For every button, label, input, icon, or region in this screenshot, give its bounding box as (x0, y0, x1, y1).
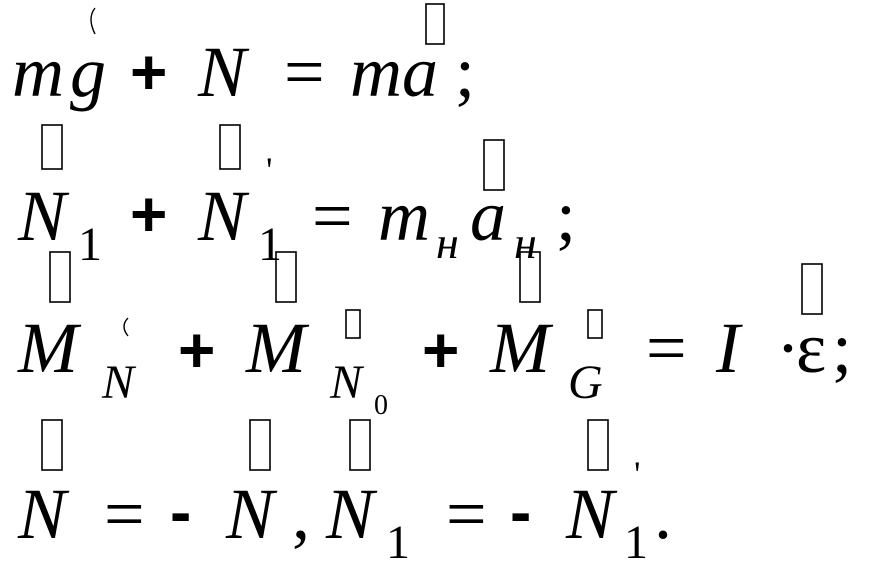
subscript-N: N (101, 356, 137, 409)
vector-arrow-placeholder-M1 (49, 251, 71, 303)
semicolon: ; (832, 308, 852, 388)
vector-arrow-fragment-N (123, 317, 129, 337)
symbol-epsilon: ε (796, 308, 826, 388)
prime-mark: ' (634, 454, 641, 494)
symbol-N1-prime: N (197, 176, 250, 256)
vector-arrow-placeholder-a-n (483, 139, 505, 191)
subscript-N0: N (329, 356, 365, 409)
symbol-a: a (470, 176, 506, 256)
vector-arrow-placeholder-N1-prime (587, 419, 609, 471)
equation-line-1: m g + N = ma ; (12, 3, 475, 112)
operator-minus-2: - (510, 476, 531, 548)
operator-dot: · (776, 308, 800, 388)
subscript-n-2: н (514, 217, 537, 268)
vector-arrow-placeholder-M2 (275, 251, 297, 303)
prime-mark: ' (266, 150, 273, 190)
operator-equals: = (284, 32, 325, 112)
symbol-g: g (70, 32, 106, 112)
symbol-I: I (715, 308, 743, 388)
symbol-N: N (17, 474, 70, 554)
vector-arrow-fragment-g (90, 7, 96, 35)
symbol-ma: ma (350, 32, 438, 112)
symbol-N: N (197, 32, 250, 112)
operator-plus-2: + (422, 314, 459, 386)
symbol-N-right: N (225, 474, 278, 554)
symbol-M1: M (17, 308, 82, 388)
subscript-0: 0 (374, 390, 388, 421)
vector-arrow-placeholder-a (425, 3, 445, 45)
operator-equals: = (646, 308, 687, 388)
vector-arrow-placeholder-N-right (249, 419, 271, 471)
semicolon: ; (455, 32, 475, 112)
operator-minus: - (170, 476, 191, 548)
symbol-N1-prime: N (565, 474, 618, 554)
subscript-n: н (436, 217, 459, 268)
symbol-m: m (378, 176, 430, 256)
vector-arrow-placeholder-N1 (349, 419, 371, 471)
equation-line-4: N = - N , N 1 = - N 1 ' . (17, 419, 672, 569)
subscript-1-prime: 1 (624, 516, 648, 569)
symbol-N1: N (325, 474, 378, 554)
vector-arrow-placeholder-N1prime (219, 124, 241, 170)
vector-arrow-placeholder-M3 (519, 251, 541, 303)
operator-plus: + (130, 36, 167, 108)
symbol-N1: N (17, 176, 70, 256)
operator-equals: = (312, 176, 353, 256)
subscript-1: 1 (78, 218, 102, 271)
operator-equals-2: = (446, 474, 487, 554)
semicolon: ; (556, 176, 576, 256)
vector-arrow-placeholder-N0 (345, 309, 361, 339)
operator-plus: + (178, 314, 215, 386)
symbol-M3: M (489, 308, 554, 388)
operator-equals: = (104, 474, 145, 554)
subscript-1-prime: 1 (258, 218, 282, 271)
symbol-M2: M (245, 308, 310, 388)
comma: , (292, 474, 310, 554)
equation-line-2: N 1 + N 1 ' = m н a н ; (17, 124, 576, 271)
vector-arrow-placeholder-N1 (41, 124, 63, 170)
subscript-G: G (568, 356, 603, 409)
operator-plus: + (130, 178, 167, 250)
period: . (654, 474, 672, 554)
subscript-1: 1 (386, 516, 410, 569)
symbol-m: m (12, 32, 64, 112)
vector-arrow-placeholder-G (587, 309, 603, 339)
vector-arrow-placeholder-eps (801, 263, 823, 315)
vector-arrow-placeholder-N (41, 419, 63, 471)
equation-line-3: M N + M N 0 + M G = I · ε ; (17, 251, 852, 421)
